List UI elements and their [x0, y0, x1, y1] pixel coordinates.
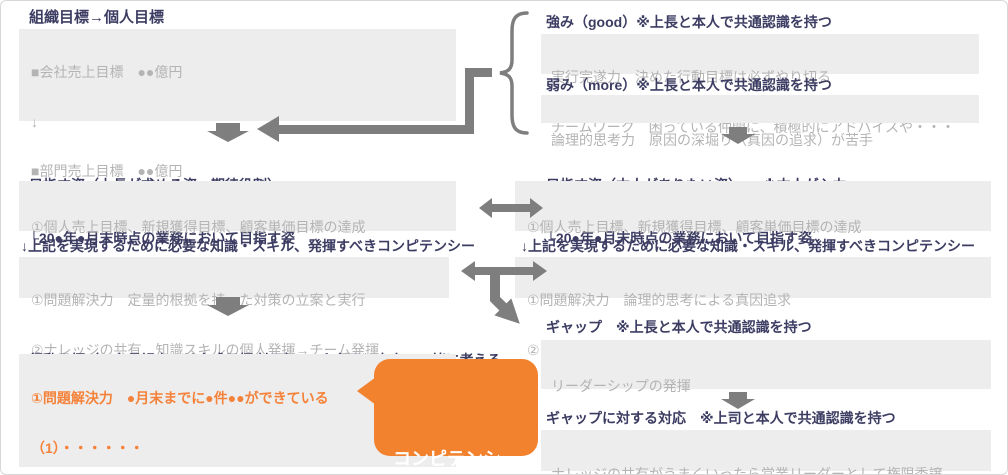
target-manager-line: ①個人売上目標、新規獲得目標、顧客単価目標の達成 — [31, 219, 366, 235]
down-arrow-icon — [721, 392, 755, 409]
curly-brace-icon — [499, 11, 529, 135]
weaknesses-title: 弱み（more）※上長と本人で共通認識を持つ — [546, 77, 832, 93]
down-arrow-icon — [207, 297, 249, 316]
callout-tail-icon — [357, 377, 376, 405]
target-self-box: ①個人売上目標、新規獲得目標、顧客単価目標の達成 ②チームマネジメントができてい… — [515, 181, 991, 287]
competency-right-line: ①問題解決力 論理的思考による真因追求 — [527, 292, 792, 308]
down-arrow-icon — [721, 127, 755, 144]
gap-box: リーダーシップの発揮 ・●●さんは・・・・ — [541, 340, 991, 446]
gap-response-box: ナレッジの共有がうまくいったら営業リーダーとして権限委譲 ・・・・ — [541, 430, 991, 474]
competency-right-title: ↓上記を実現するために必要な知識・スキル、発揮すべきコンピテンシー — [521, 238, 976, 254]
down-arrow-char: ↓ — [31, 113, 38, 130]
action-goals-line: （1）・・・・・・ — [31, 439, 144, 456]
gap-title: ギャップ ※上長と本人で共通認識を持つ — [546, 319, 812, 335]
down-arrow-icon — [207, 123, 249, 142]
elbow-line-horizontal — [277, 125, 474, 134]
org-goals-title: 組織目標→個人目標 — [29, 9, 165, 26]
target-manager-box: ①個人売上目標、新規獲得目標、顧客単価目標の達成 ②成功・失敗事例のチーム内への… — [19, 181, 456, 287]
competency-right-box: ①問題解決力 論理的思考による真因追求 ②リーダーシップの発揮 営業チームを引っ… — [515, 257, 991, 358]
gap-line: リーダーシップの発揮 — [551, 378, 691, 394]
gap-response-line: ナレッジの共有がうまくいったら営業リーダーとして権限委譲 — [551, 466, 943, 475]
action-goals-line: ①問題解決力 ●月末までに●件●●ができている — [31, 390, 329, 406]
competency-left-title: ↓上記を実現するために必要な知識・スキル、発揮すべきコンピテンシー — [21, 238, 476, 254]
gap-response-title: ギャップに対する対応 ※上司と本人で共通認識を持つ — [546, 410, 896, 426]
callout-bubble: コンピテンシー に対して具体的 に設定 — [357, 359, 538, 469]
strengths-title: 強み（good）※上長と本人で共通認識を持つ — [546, 14, 832, 30]
target-self-line: ①個人売上目標、新規獲得目標、顧客単価目標の達成 — [527, 219, 862, 235]
strengths-line: チームワーク 困っている仲間に、積極的にアドバイスや・・・ — [551, 119, 956, 135]
org-goals-box: ■会社売上目標 ●●億円 ↓ ■部門売上目標 ●●億円 ↓ ■個人売上目標 ●●… — [19, 29, 456, 278]
elbow-line-vertical — [465, 68, 474, 134]
elbow-line-stub — [465, 68, 492, 77]
competency-left-line: ②ナレッジの共有 知識スキルの個人発揮→チーム発揮 — [31, 341, 380, 358]
target-manager-subtitle: └20●年●月末時点の業務において目指す姿 — [29, 229, 295, 246]
org-goals-line: ■会社売上目標 ●●億円 — [31, 64, 183, 80]
double-arrow-icon — [461, 261, 547, 281]
elbow-arrowhead-left-icon — [257, 116, 279, 142]
target-self-subtitle: └20●年●月末時点の業務において目指す姿 — [546, 229, 812, 246]
callout-line: コンピテンシー — [393, 449, 519, 469]
competency-left-line: ①問題解決力 定量的根拠を持った対策の立案と実行 — [31, 292, 366, 308]
org-goals-line: ■部門売上目標 ●●億円 — [31, 163, 183, 179]
competency-left-box: ①問題解決力 定量的根拠を持った対策の立案と実行 ②ナレッジの共有 知識スキルの… — [19, 257, 449, 358]
strengths-box: 実行完遂力 決めた行動目標は必ずやり切る チームワーク 困っている仲間に、積極的… — [541, 34, 979, 135]
double-arrow-icon — [479, 198, 543, 218]
weaknesses-line: 論理的思考力 原因の深堀り（真因の追求）が苦手 — [551, 132, 873, 148]
bent-arrow-icon — [490, 273, 520, 324]
strengths-line: 実行完遂力 決めた行動目標は必ずやり切る — [551, 69, 831, 85]
weaknesses-box: 論理的思考力 原因の深堀り（真因の追求）が苦手 — [541, 95, 979, 148]
